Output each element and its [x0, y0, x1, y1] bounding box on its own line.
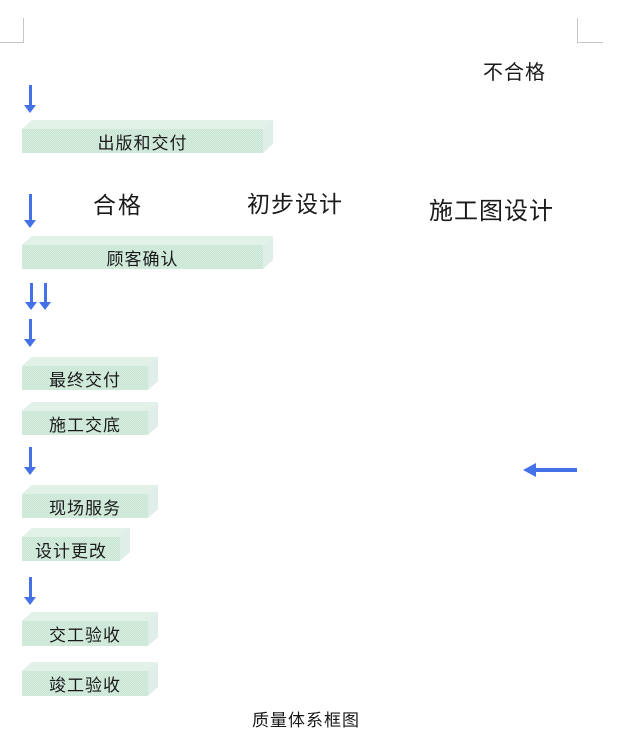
flow-box-label: 施工交底 [49, 415, 121, 435]
arrow-head [24, 105, 36, 113]
margin-mark-top-right-horizontal [577, 42, 603, 43]
arrow-head [24, 467, 36, 475]
label-not-qualified: 不合格 [483, 62, 546, 84]
flow-box-label: 出版和交付 [97, 133, 188, 153]
label-preliminary-design: 初步设计 [247, 191, 343, 217]
label-construction-drawing-design: 施工图设计 [429, 198, 554, 225]
arrow-head [25, 302, 37, 310]
flow-box-label: 交工验收 [49, 626, 121, 645]
arrow-shaft [28, 319, 32, 339]
down-arrow-icon [25, 283, 37, 310]
flow-box-label: 现场服务 [49, 498, 121, 518]
down-arrow-icon [24, 85, 36, 113]
arrow-shaft [28, 577, 32, 597]
arrow-shaft [43, 283, 47, 302]
flow-box-site-service: 现场服务 [22, 485, 158, 518]
down-arrow-icon [39, 283, 51, 310]
left-arrow-icon [523, 463, 577, 477]
arrow-head [523, 463, 536, 477]
diagram-caption: 质量体系框图 [252, 711, 360, 730]
margin-mark-top-right-vertical [577, 18, 578, 43]
arrow-head [24, 220, 36, 228]
arrow-shaft [535, 468, 577, 472]
flow-box-completion-acceptance: 竣工验收 [22, 662, 158, 696]
down-arrow-icon [24, 447, 36, 475]
flow-box-handover-acceptance: 交工验收 [22, 612, 158, 646]
flow-box-design-change: 设计更改 [22, 528, 130, 561]
flow-box-construction-briefing: 施工交底 [22, 402, 158, 435]
margin-mark-top-left-vertical [23, 18, 24, 43]
label-qualified: 合格 [93, 192, 143, 218]
margin-mark-top-left-horizontal [0, 42, 24, 43]
down-arrow-icon [24, 194, 36, 228]
arrow-shaft [29, 283, 33, 302]
flow-box-label: 顾客确认 [106, 249, 179, 269]
arrow-head [39, 302, 51, 310]
flow-box-label: 最终交付 [49, 370, 121, 390]
arrow-head [24, 597, 36, 605]
flow-box-label: 竣工验收 [49, 676, 121, 695]
down-arrow-icon [24, 577, 36, 605]
flow-box-customer-confirmation: 顾客确认 [22, 236, 273, 269]
arrow-shaft [28, 85, 32, 105]
down-arrow-icon [24, 319, 36, 347]
flow-box-label: 设计更改 [35, 541, 107, 561]
flow-box-final-delivery: 最终交付 [22, 357, 158, 390]
arrow-head [24, 339, 36, 347]
arrow-shaft [28, 194, 32, 220]
flow-box-publish-and-delivery: 出版和交付 [22, 120, 273, 153]
arrow-shaft [28, 447, 32, 467]
